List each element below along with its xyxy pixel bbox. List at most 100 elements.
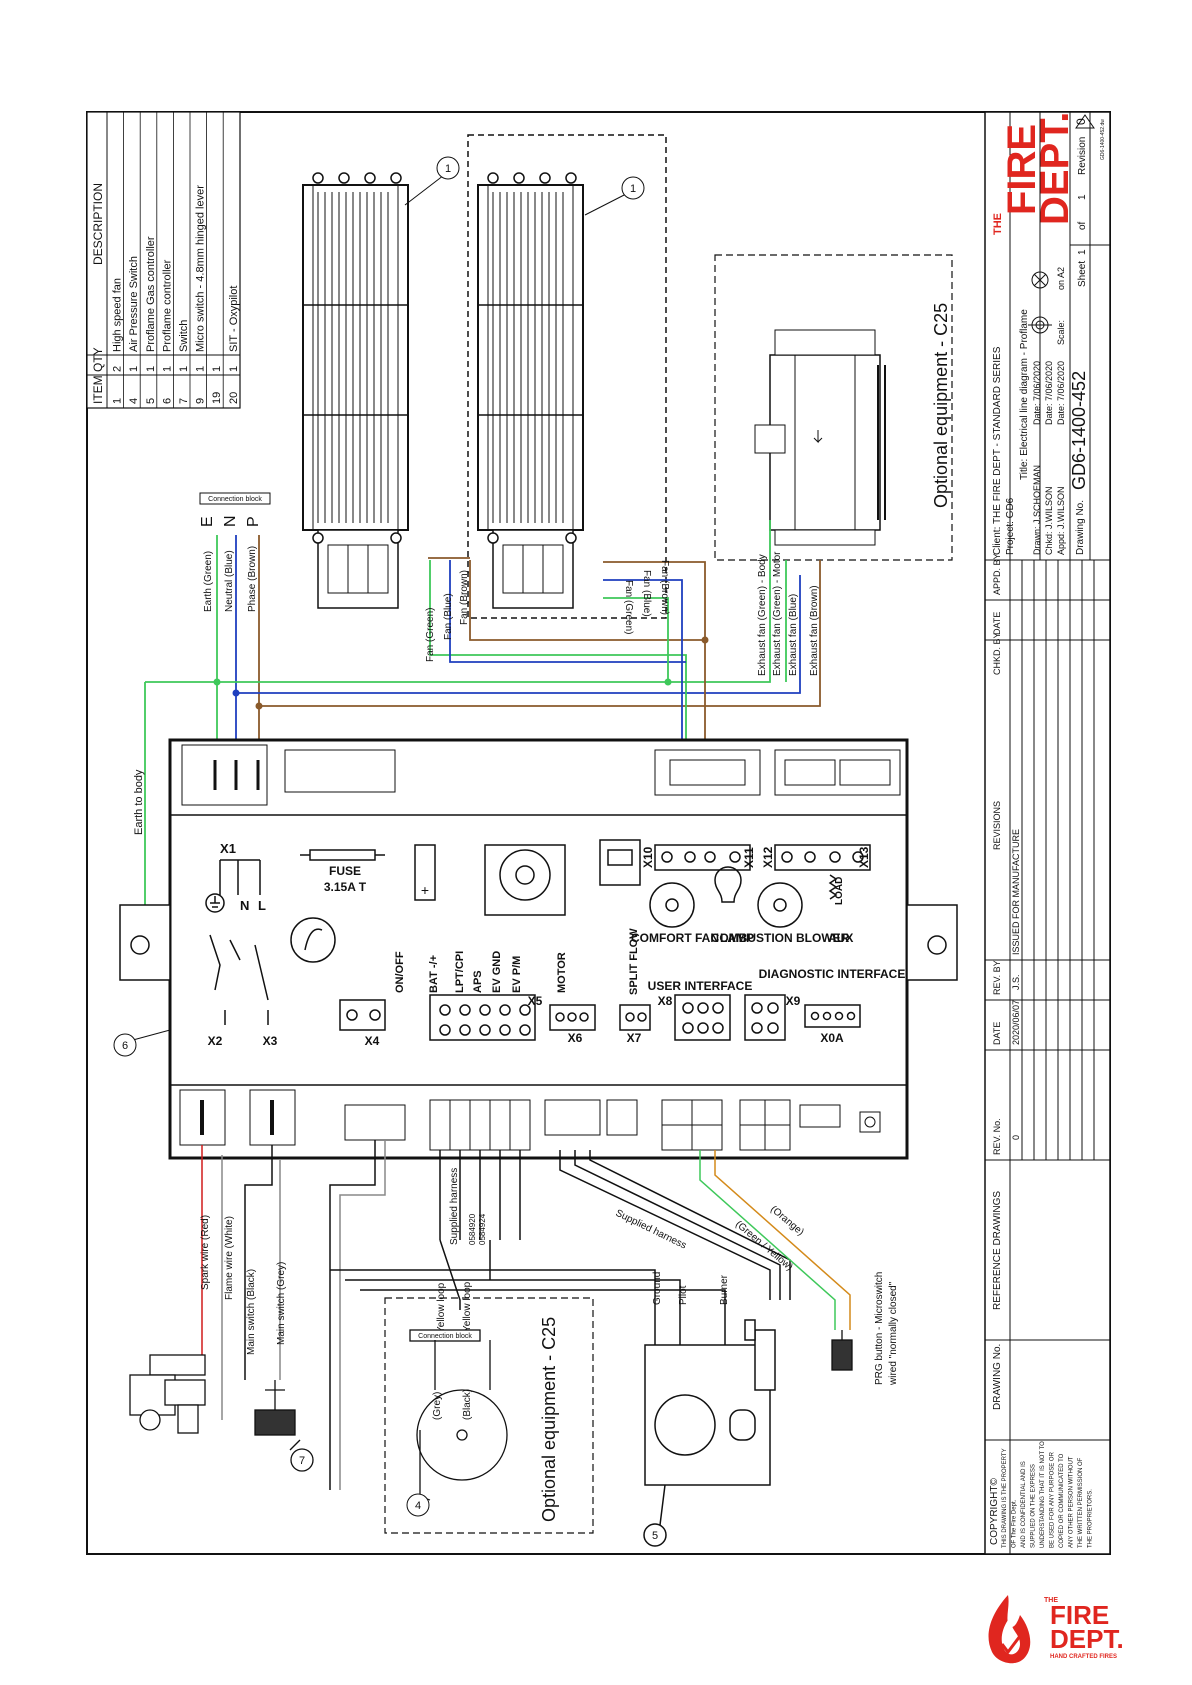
- label-comfort-fan: COMFORT FAN: [631, 931, 719, 945]
- balloon-aps: 4: [406, 1493, 431, 1517]
- label-earth-to-body: Earth to body: [133, 769, 145, 835]
- label-exhaust-brown: Exhaust fan (Brown): [809, 585, 820, 676]
- label-lpt-cpi: LPT/CPI: [454, 951, 466, 993]
- label-combustion-blower: COMBUSTION BLOWER: [711, 931, 850, 945]
- label-neutral-blue: Neutral (Blue): [224, 550, 235, 612]
- mains-wiring: [144, 520, 821, 930]
- logo-dept: DEPT.: [1033, 112, 1077, 225]
- parts-qty: 1: [161, 366, 173, 372]
- label-fan-brown-right: Fan (Brown): [659, 560, 670, 615]
- parts-qty: 1: [211, 366, 223, 372]
- tb-revision-label: Revision: [1077, 137, 1088, 175]
- brand-dept: DEPT.: [1050, 1624, 1124, 1654]
- rev-row-date: 2020/06/07: [1011, 1000, 1021, 1045]
- aps-grey-label: (Grey): [432, 1392, 443, 1420]
- flame-icon: [988, 1595, 1031, 1664]
- optional-equipment-label-bottom: Optional equipment - C25: [539, 1317, 559, 1522]
- tb-on-a2: on A2: [1056, 267, 1066, 290]
- rev-header-date2: DATE: [992, 612, 1002, 635]
- tb-drawn-date: Date: 7/06/2020: [1032, 361, 1042, 425]
- tb-client: Client: THE FIRE DEPT - STANDARD SERIES: [992, 346, 1003, 555]
- tb-sheet-label: Sheet: [1077, 261, 1088, 287]
- tb-drawing-no: GD6-1400-452: [1069, 371, 1089, 490]
- label-yellow-loop-2: Yellow loop: [462, 1281, 473, 1332]
- lower-wiring: [190, 1140, 851, 1490]
- copyright-line: BE USED FOR ANY PURPOSE OR: [1050, 1451, 1056, 1548]
- balloon-controller: 6: [113, 1029, 171, 1057]
- terminal-p: P: [245, 516, 262, 527]
- high-speed-fan-right: [477, 172, 584, 609]
- label-split-flow: SPLIT FLOW: [628, 928, 640, 995]
- pilot-assembly: [129, 1354, 206, 1434]
- label-x12: X12: [761, 846, 775, 868]
- aps-connection-block-label: Connection block: [418, 1333, 472, 1340]
- balloon-switch-number: 7: [299, 1455, 305, 1467]
- tb-drawing-no-label: Drawing No.: [1075, 500, 1086, 555]
- label-prg-button-2: wired "normally closed": [888, 1281, 899, 1386]
- ref-drawings-label: REFERENCE DRAWINGS: [992, 1191, 1003, 1310]
- parts-qty: 1: [145, 366, 157, 372]
- label-x0a: X0A: [820, 1031, 844, 1045]
- label-exhaust-green-motor: Exhaust fan (Green) - Motor: [772, 551, 783, 676]
- copyright-line: AND IS CONFIDENTIAL AND IS: [1021, 1461, 1027, 1548]
- label-ground: Ground: [652, 1272, 663, 1305]
- tb-chkd-date: Date: 7/06/2020: [1044, 361, 1054, 425]
- label-main-switch-grey: Main switch (Grey): [276, 1262, 287, 1345]
- label-aps: APS: [472, 970, 484, 993]
- svg-text:Connection block: Connection block: [208, 496, 262, 503]
- label-load: LOAD: [834, 877, 845, 905]
- ref-drawing-no-label: DRAWING No.: [992, 1344, 1003, 1410]
- label-fuse-rating: 3.15A T: [324, 880, 367, 894]
- label-x10: X10: [641, 846, 655, 868]
- copyright-line: THIS DRAWING IS THE PROPERTY: [1002, 1448, 1008, 1548]
- parts-description: Micro switch - 4.8mm hinged lever: [195, 185, 207, 352]
- label-phase-brown: Phase (Brown): [247, 546, 258, 612]
- label-lamp: LAMP: [720, 931, 754, 945]
- wire-junction-dots: [213, 636, 709, 710]
- parts-description: SIT - Oxypilot: [228, 286, 240, 352]
- copyright-line: THE WRITTEN PERMISSION OF: [1078, 1457, 1084, 1548]
- label-x3: X3: [263, 1034, 278, 1048]
- label-flame-wire: Flame wire (White): [224, 1216, 235, 1300]
- copyright-line: OF The Fire Dept.: [1012, 1499, 1018, 1548]
- tb-appd-date: Date: 7/06/2020: [1056, 361, 1066, 425]
- rev-row-no: 0: [1011, 1135, 1021, 1140]
- label-exhaust-blue: Exhaust fan (Blue): [788, 594, 799, 676]
- label-fan-brown-left: Fan (Brown): [459, 570, 470, 625]
- rev-header-chkd: CHKD. BY: [992, 632, 1002, 675]
- label-l: L: [258, 898, 266, 913]
- parts-qty: 2: [112, 366, 124, 372]
- optional-aps-boundary: [384, 1297, 594, 1534]
- parts-header-description: DESCRIPTION: [91, 183, 105, 265]
- aps-black-label: (Black): [462, 1389, 473, 1420]
- balloon-fan-right: 1: [584, 176, 645, 216]
- tb-title: Title: Electrical line diagram - Proflam…: [1019, 309, 1030, 480]
- parts-qty: 1: [195, 366, 207, 372]
- label-user-interface: USER INTERFACE: [648, 979, 753, 993]
- revisions-table: [985, 560, 1110, 1160]
- label-harness-code-1: 0584920: [468, 1213, 477, 1245]
- parts-header-item: ITEM: [91, 375, 105, 404]
- label-supplied-harness: Supplied harness: [449, 1168, 460, 1245]
- gas-valve: [643, 1319, 776, 1547]
- svg-text:+: +: [421, 882, 429, 898]
- parts-description: Proflame controller: [161, 259, 173, 352]
- controller-labels: X1 N L FUSE 3.15A T COMFORT FAN LAMP COM…: [208, 841, 906, 1048]
- optional-exhaust-boundary: [714, 254, 953, 561]
- parts-qty: 1: [228, 366, 240, 372]
- label-x6: X6: [568, 1031, 583, 1045]
- rev-header-date: DATE: [992, 1022, 1002, 1045]
- copyright-title: COPYRIGHT©: [989, 1478, 1000, 1545]
- svg-text:4: 4: [415, 1500, 421, 1512]
- parts-description: Air Pressure Switch: [128, 256, 140, 352]
- label-x7: X7: [627, 1031, 642, 1045]
- main-switch: [254, 1380, 314, 1472]
- label-fan-blue-left: Fan (Blue): [443, 593, 454, 640]
- high-speed-fan-left: [302, 172, 409, 609]
- tb-appd: Appd: J.WILSON: [1056, 486, 1066, 555]
- label-bat: BAT -/+: [428, 955, 440, 993]
- label-n: N: [240, 898, 249, 913]
- copyright-line: COPIED OR COMMUNICATED TO: [1059, 1453, 1065, 1548]
